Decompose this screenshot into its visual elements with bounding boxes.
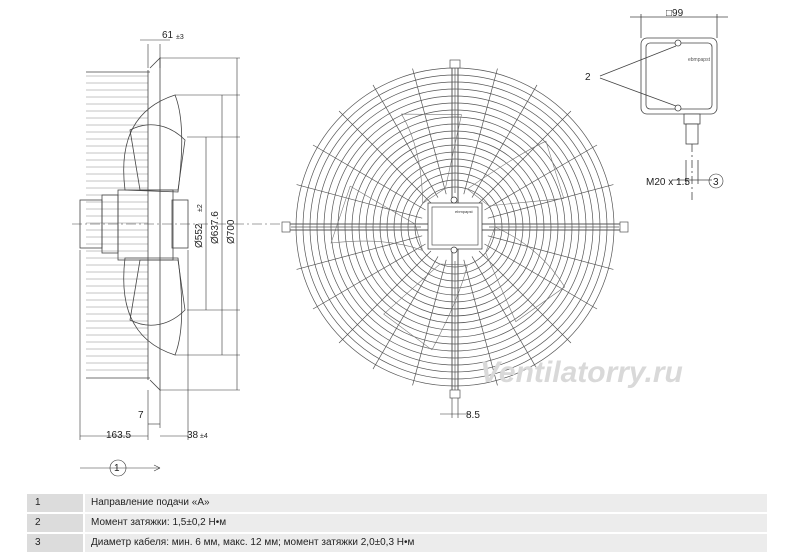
- dim-552: Ø552: [194, 223, 205, 248]
- note-row: 1 Направление подачи «A»: [27, 494, 767, 512]
- notes-table: 1 Направление подачи «A» 2 Момент затяжк…: [27, 494, 767, 554]
- guard-spoke: [463, 68, 498, 195]
- dim-85: 8.5: [466, 410, 480, 421]
- guard-spoke: [412, 68, 447, 195]
- technical-drawing: 61 ±3 Ø552 ±2 Ø637.6 Ø700 7 163.5 38 ±4 …: [72, 8, 728, 477]
- hub-logo: ebmpapst: [455, 209, 473, 214]
- guard-spoke: [487, 184, 614, 219]
- blade-upper: [123, 94, 183, 193]
- note-text: Направление подачи «A»: [85, 494, 767, 512]
- guard-spoke: [484, 144, 598, 211]
- dim-38: 38: [187, 430, 199, 441]
- guard-spoke: [296, 235, 423, 270]
- front-view: [281, 59, 629, 399]
- guard-spoke: [338, 110, 432, 204]
- guard-spoke: [478, 250, 572, 344]
- note-row: 2 Момент затяжки: 1,5±0,2 Н•м: [27, 514, 767, 532]
- callout-1: 1: [114, 463, 120, 474]
- side-view: [72, 57, 300, 391]
- dim-diameters: Ø552 ±2 Ø637.6 Ø700: [194, 204, 237, 248]
- guard-spokes: [291, 63, 619, 391]
- guard-spoke: [412, 259, 447, 386]
- guard-spoke: [296, 184, 423, 219]
- guard-spoke: [338, 250, 432, 344]
- dim-163: 163.5: [106, 430, 131, 441]
- blade-lower: [123, 257, 183, 356]
- guard-spoke: [463, 259, 498, 386]
- dim-61-tol: ±3: [176, 34, 184, 41]
- side-guard: [86, 75, 148, 371]
- callout-3: 3: [713, 177, 719, 188]
- front-dim-85: [440, 398, 470, 418]
- fan-blades: [330, 113, 566, 351]
- guard-spoke: [372, 84, 439, 198]
- dim-99: □99: [666, 8, 684, 19]
- dim-552-tol: ±2: [197, 204, 204, 212]
- guard-spoke: [487, 235, 614, 270]
- note-number: 1: [27, 494, 83, 512]
- fan-blade: [330, 185, 424, 252]
- note-number: 3: [27, 534, 83, 552]
- dim-700: Ø700: [226, 219, 237, 244]
- side-dimensions: [79, 39, 240, 477]
- fan-blade: [383, 263, 468, 351]
- dim-637: Ø637.6: [210, 211, 221, 244]
- motor-hub: [427, 202, 483, 250]
- terminal-box: [599, 14, 728, 200]
- note-text: Момент затяжки: 1,5±0,2 Н•м: [85, 514, 767, 532]
- dim-61: 61: [162, 30, 174, 41]
- guard-spoke: [312, 144, 426, 211]
- cable-gland: [683, 113, 701, 125]
- dim-38-tol: ±4: [200, 433, 208, 440]
- guard-spoke: [471, 256, 538, 370]
- fan-blade: [485, 226, 566, 323]
- guard-spoke: [478, 110, 572, 204]
- fan-blade: [466, 140, 565, 207]
- dim-7: 7: [138, 410, 144, 421]
- watermark: Ventilatorry.ru: [480, 356, 683, 389]
- box-logo: ebmpapst: [688, 57, 711, 63]
- note-number: 2: [27, 514, 83, 532]
- guard-spoke: [484, 243, 598, 310]
- fan-blade: [400, 113, 462, 205]
- dim-m20: M20 x 1.5: [646, 177, 690, 188]
- callout-2: 2: [585, 72, 591, 83]
- guard-spoke: [312, 243, 426, 310]
- note-row: 3 Диаметр кабеля: мин. 6 мм, макс. 12 мм…: [27, 534, 767, 552]
- note-text: Диаметр кабеля: мин. 6 мм, макс. 12 мм; …: [85, 534, 767, 552]
